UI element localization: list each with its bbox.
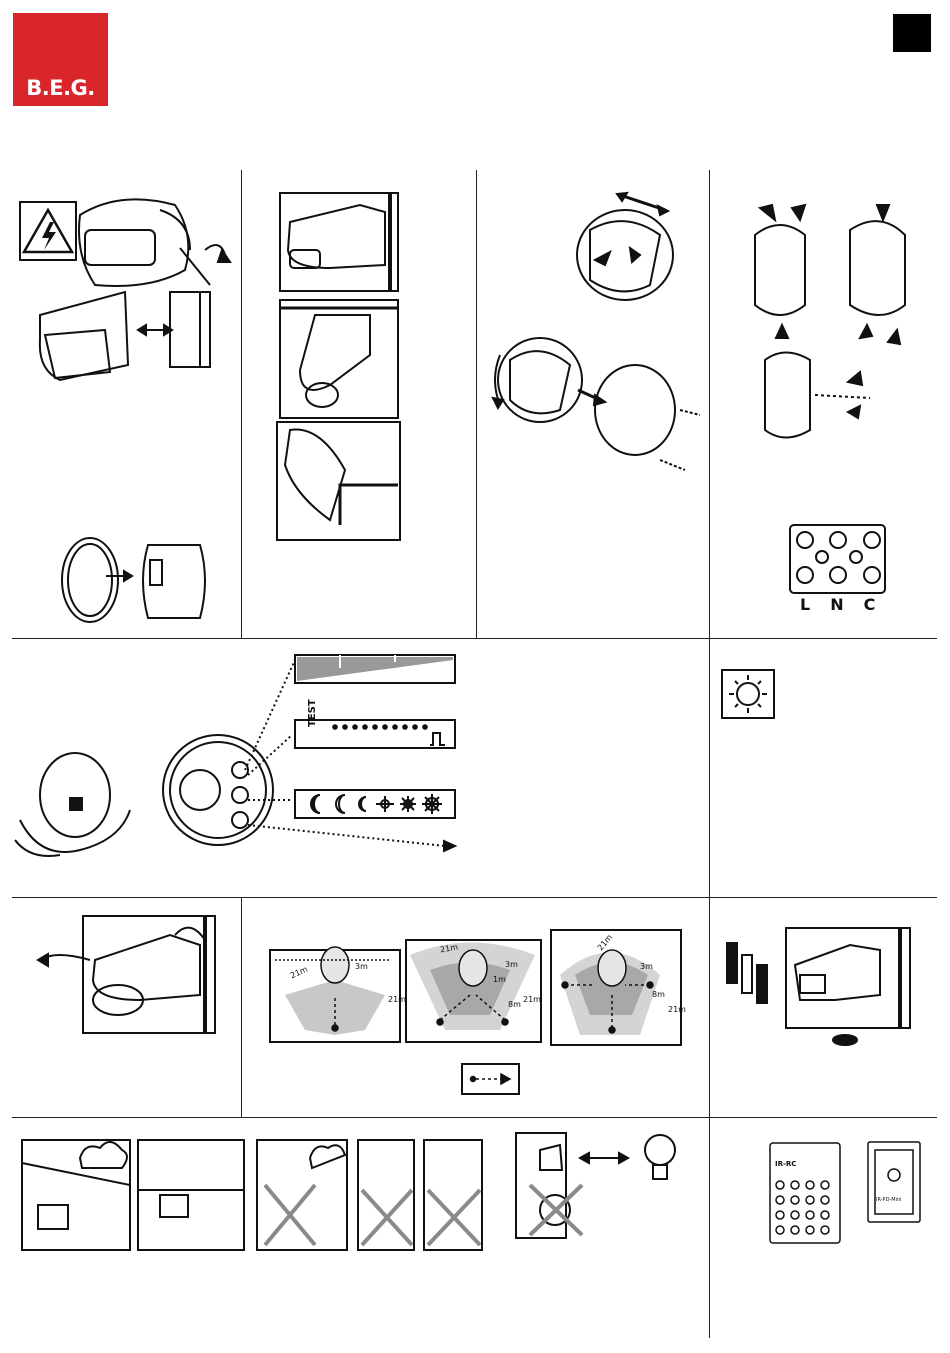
range-mid-d4: 8m bbox=[508, 1000, 521, 1009]
detection-range-diagram-middle bbox=[406, 940, 541, 1042]
mounting-ring-illustration bbox=[62, 538, 205, 622]
sun-icon bbox=[722, 670, 774, 718]
sensor-head-illustration bbox=[79, 199, 230, 286]
wall-mount-frame bbox=[280, 193, 398, 291]
corner-mount-frame bbox=[277, 422, 400, 540]
sensor-side-illustration bbox=[40, 292, 210, 380]
range-left-d3: 21m bbox=[388, 995, 406, 1004]
range-mid-d2: 1m bbox=[493, 975, 506, 984]
sensor-adjustment-frame bbox=[38, 916, 215, 1033]
ir-remote-control bbox=[770, 1143, 840, 1243]
install-scene-wrong-2 bbox=[358, 1140, 414, 1250]
wall-unit-label: IR-PD-Mini bbox=[876, 1197, 901, 1203]
remote-battery-illustration bbox=[727, 928, 910, 1045]
terminal-block bbox=[790, 525, 885, 593]
range-right-d4: 21m bbox=[668, 1005, 686, 1014]
potentiometer-dial-view bbox=[163, 660, 455, 851]
high-voltage-warning-icon bbox=[20, 202, 76, 260]
sensitivity-test-scale bbox=[295, 720, 455, 748]
install-scene-eave-ok bbox=[138, 1140, 244, 1250]
walking-direction-legend bbox=[462, 1064, 519, 1094]
range-right-d2: 3m bbox=[640, 962, 653, 971]
range-mid-d3: 3m bbox=[505, 960, 518, 969]
remote-model-label: IR-RC bbox=[775, 1160, 796, 1168]
range-right-d3: 8m bbox=[652, 990, 665, 999]
terminal-labels: LNC bbox=[800, 595, 895, 614]
detection-range-diagram-right bbox=[551, 930, 681, 1045]
lux-setting-scale bbox=[295, 790, 455, 818]
lamp-distance-illustration bbox=[516, 1133, 675, 1238]
install-scene-rain-wrong bbox=[257, 1140, 347, 1250]
detection-range-diagram-left bbox=[270, 947, 400, 1042]
ceiling-mount-frame bbox=[280, 300, 398, 418]
wall-box-exploded bbox=[493, 338, 700, 470]
time-setting-scale bbox=[295, 655, 455, 683]
terminal-label-c: C bbox=[864, 595, 896, 614]
install-scene-rain-ok bbox=[22, 1140, 130, 1250]
wall-box-top bbox=[577, 193, 673, 300]
ir-wall-unit bbox=[868, 1142, 920, 1222]
range-mid-d5: 21m bbox=[523, 995, 541, 1004]
cable-entry-diagrams bbox=[755, 205, 905, 438]
terminal-label-n: N bbox=[830, 595, 863, 614]
range-left-d2: 3m bbox=[355, 962, 368, 971]
test-label: TEST bbox=[307, 699, 318, 727]
install-scene-wrong-3 bbox=[424, 1140, 482, 1250]
hand-holding-sensor bbox=[15, 753, 130, 856]
terminal-label-l: L bbox=[800, 595, 830, 614]
